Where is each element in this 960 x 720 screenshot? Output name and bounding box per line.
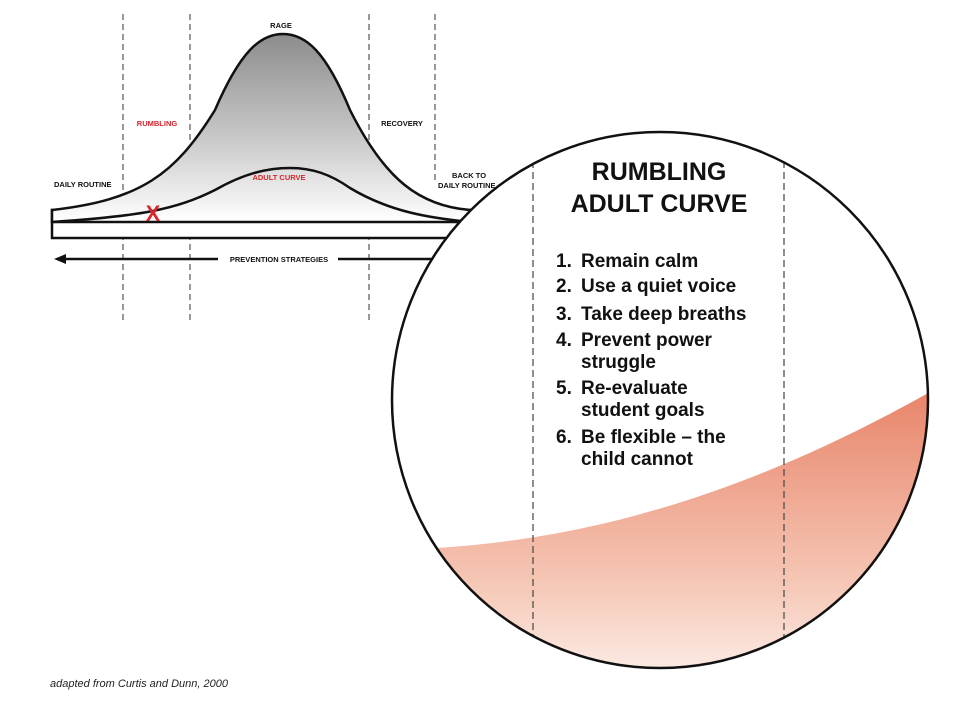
strategy-text-continued: struggle (581, 352, 656, 373)
label-rage: RAGE (270, 21, 292, 30)
strategy-number: 5. (556, 378, 572, 399)
strategy-number: 4. (556, 330, 572, 351)
label-daily-routine: DAILY ROUTINE (54, 180, 112, 189)
label-back-to-daily-routine: DAILY ROUTINE (438, 181, 496, 190)
strategy-number: 2. (556, 276, 572, 297)
label-adult-curve: ADULT CURVE (252, 173, 305, 182)
source-credit: adapted from Curtis and Dunn, 2000 (50, 678, 228, 690)
rage-curve (50, 32, 472, 224)
strategy-text: Be flexible – the (581, 427, 726, 448)
strategy-number: 1. (556, 251, 572, 272)
adult-curve (51, 166, 471, 224)
strategy-text-continued: student goals (581, 400, 705, 421)
strategy-number: 3. (556, 304, 572, 325)
label-back-to: BACK TO (452, 171, 486, 180)
zoom-title-line2: ADULT CURVE (571, 190, 748, 218)
prevention-arrow (54, 254, 440, 264)
strategy-text: Use a quiet voice (581, 276, 736, 297)
strategy-text: Remain calm (581, 251, 698, 272)
label-prevention-strategies: PREVENTION STRATEGIES (230, 255, 328, 264)
red-x-marker: X (146, 201, 161, 226)
strategy-number: 6. (556, 427, 572, 448)
label-recovery: RECOVERY (381, 119, 423, 128)
strategy-list: 1. Remain calm 2. Use a quiet voice 3. Take d… (556, 251, 746, 470)
label-rumbling: RUMBLING (137, 119, 178, 128)
strategy-text: Take deep breaths (581, 304, 746, 325)
zoom-circle: RUMBLING ADULT CURVE 1. Remain calm 2. Use … (390, 130, 930, 670)
strategy-text: Prevent power (581, 330, 713, 351)
strategy-text: Re-evaluate (581, 378, 688, 399)
zoom-title-line1: RUMBLING (592, 158, 727, 186)
strategy-text-continued: child cannot (581, 449, 694, 470)
